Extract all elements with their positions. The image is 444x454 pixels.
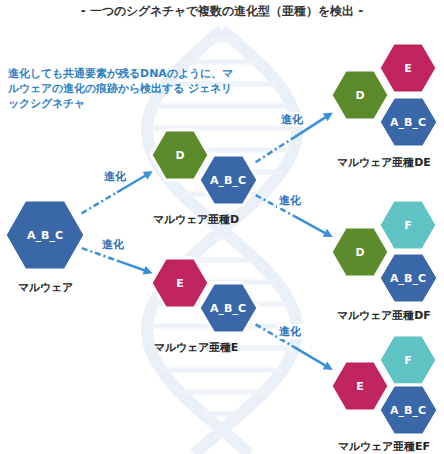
hexagon-label: D	[355, 246, 364, 259]
helix-rung	[152, 104, 291, 109]
arrow-solid	[117, 261, 145, 271]
arrow-dashed	[82, 192, 118, 213]
helix-rung	[215, 434, 229, 439]
hexagon-label: D	[355, 89, 364, 102]
hexagon-node: A_B_C	[199, 155, 258, 205]
hexagon-node: E	[331, 361, 389, 411]
hexagon-node: D	[331, 227, 389, 277]
description-note: 進化しても共通要素が残るDNAのように、マルウェアの進化の痕跡から検出する ジェ…	[8, 66, 240, 111]
edge-label: 進化	[277, 324, 303, 339]
variant-caption: マルウェア亜種D	[153, 212, 239, 227]
hexagon-label: A_B_C	[210, 174, 246, 187]
evolution-arrow	[256, 324, 333, 370]
edge-label: 進化	[279, 112, 305, 127]
helix-rung	[180, 390, 264, 395]
helix-rung	[186, 60, 258, 65]
edge-label: 進化	[277, 193, 303, 208]
arrow-dashed	[256, 137, 295, 162]
helix-rung	[161, 368, 282, 373]
hexagon-label: A_B_C	[210, 302, 246, 315]
hexagon-node: A_B_C	[379, 253, 438, 303]
diagram-title: - 一つのシグネチャで複数の進化型（亜種）を検出 -	[0, 3, 444, 20]
hexagon-node: A_B_C	[199, 283, 258, 333]
hexagon-label: F	[404, 354, 412, 367]
hexagon-node: D	[331, 70, 389, 120]
hexagon-node: A_B_C	[379, 97, 438, 147]
arrow-head	[143, 266, 153, 274]
hexagon-node: E	[151, 258, 209, 308]
arrow-head	[323, 361, 333, 369]
hexagon-node: F	[379, 200, 437, 250]
hexagon-label: A_B_C	[390, 404, 426, 417]
hexagon-label: E	[356, 380, 364, 393]
edge-label: 進化	[100, 237, 126, 252]
hexagon-label: A_B_C	[390, 272, 426, 285]
helix-rung	[203, 412, 240, 417]
arrow-solid	[294, 216, 325, 233]
hexagon-label: F	[404, 219, 412, 232]
helix-rung	[210, 38, 233, 43]
arrow-head	[143, 171, 153, 179]
variant-caption: マルウェア	[18, 280, 73, 295]
hexagon-label: A_B_C	[27, 229, 63, 242]
hexagon-node: A_B_C	[5, 200, 85, 270]
arrow-head	[323, 112, 333, 121]
variant-caption: マルウェア亜種DF	[337, 308, 431, 323]
hexagon-node: F	[379, 335, 437, 385]
edge-label: 進化	[102, 169, 128, 184]
hexagon-node: D	[151, 130, 209, 180]
arrow-solid	[294, 347, 326, 366]
variant-caption: マルウェア亜種EF	[338, 439, 430, 454]
hexagon-node: E	[379, 43, 437, 93]
variant-caption: マルウェア亜種E	[154, 340, 239, 355]
variant-caption: マルウェア亜種DE	[337, 155, 431, 170]
hexagon-label: E	[176, 277, 184, 290]
hexagon-label: E	[404, 62, 412, 75]
arrow-head	[323, 229, 333, 237]
evolution-arrow	[256, 112, 333, 162]
hexagon-label: A_B_C	[390, 116, 426, 129]
hexagon-label: D	[175, 149, 184, 162]
hexagon-node: A_B_C	[379, 385, 438, 435]
helix-rung	[213, 236, 232, 241]
